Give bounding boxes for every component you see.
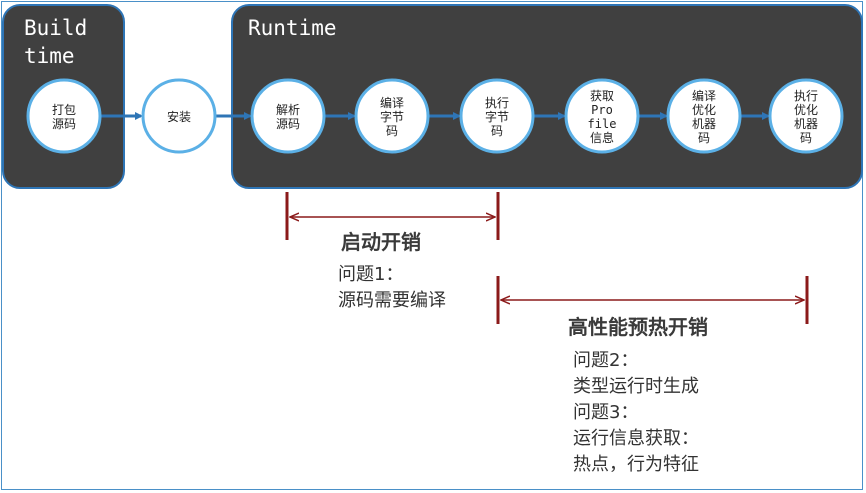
runtime-title: Runtime — [248, 16, 337, 40]
node-label: 解析源码 — [276, 103, 300, 131]
warmup-cost-issue: 问题2： 类型运行时生成 问题3： 运行信息获取： 热点，行为特征 — [573, 350, 699, 475]
node-circle — [564, 78, 640, 154]
node-install: 安装 — [141, 78, 217, 154]
build-time-panel: Build time — [2, 4, 125, 189]
startup-span — [285, 192, 500, 240]
node-circle — [26, 78, 102, 154]
node-label: 打包源码 — [52, 103, 76, 131]
node-compile-optimized: 编译优化机器码 — [666, 78, 742, 154]
startup-cost-heading: 启动开销 — [341, 230, 421, 254]
node-circle — [768, 78, 844, 154]
runtime-panel: Runtime — [231, 4, 863, 189]
node-label: 编译字节码 — [380, 95, 404, 138]
node-label: 安装 — [167, 109, 191, 124]
warmup-cost-heading: 高性能预热开销 — [568, 315, 708, 339]
node-exec-bytecode: 执行字节码 — [459, 78, 535, 154]
node-label: 编译优化机器码 — [692, 88, 716, 145]
startup-cost-issue: 问题1： 源码需要编译 — [338, 264, 446, 311]
node-pack: 打包源码 — [26, 78, 102, 154]
node-circle — [250, 78, 326, 154]
node-circle — [141, 78, 217, 154]
node-compile-bytecode: 编译字节码 — [354, 78, 430, 154]
node-exec-optimized: 执行优化机器码 — [768, 78, 844, 154]
node-label: 执行优化机器码 — [794, 89, 818, 145]
node-parse: 解析源码 — [250, 78, 326, 154]
node-label: 执行字节码 — [485, 96, 509, 138]
node-circle — [666, 78, 742, 154]
node-circle — [459, 78, 535, 154]
node-circle — [354, 78, 430, 154]
warmup-span — [496, 276, 809, 324]
build-time-title: Build time — [24, 16, 88, 68]
